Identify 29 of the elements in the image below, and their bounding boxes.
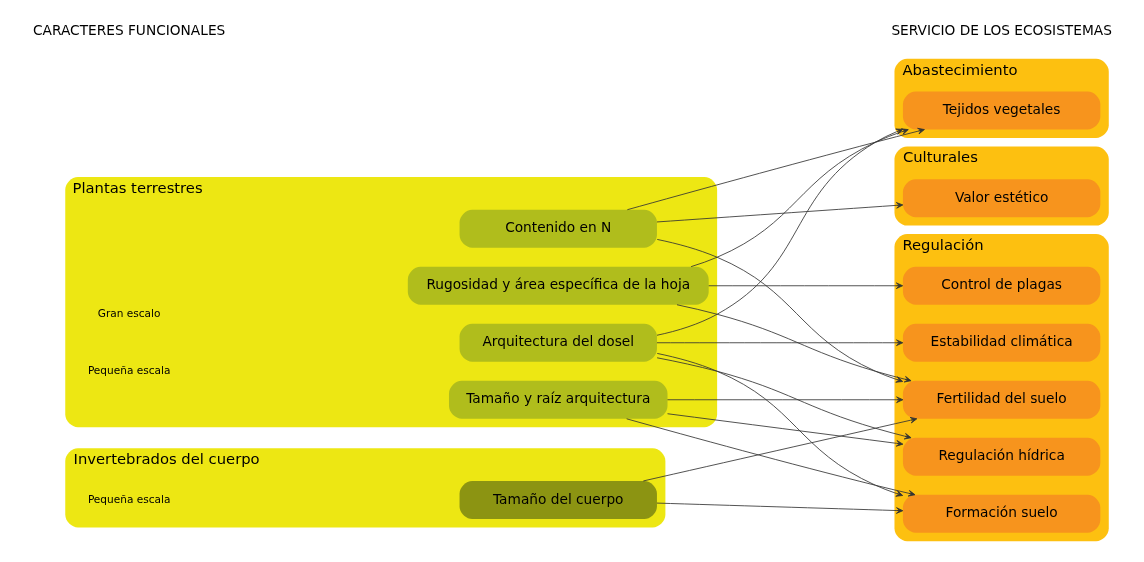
label: SERVICIO DE LOS ECOSISTEMAS	[890, 21, 1112, 38]
arrow	[666, 413, 903, 447]
node-box: Tamaño y raíz arquitectura	[448, 380, 667, 419]
node-box: Contenido en N	[459, 209, 657, 248]
node-box: Fertilidad del suelo	[902, 380, 1100, 419]
arrow	[625, 418, 915, 497]
arrow	[656, 353, 903, 497]
node-box: Control de plagas	[902, 266, 1100, 305]
arrow	[707, 282, 903, 290]
node-box: Rugosidad y área específica de la hoja	[407, 266, 709, 305]
node-box: Regulación hídrica	[902, 437, 1100, 476]
label: Pequeña escala	[87, 363, 170, 376]
arrow	[666, 396, 903, 404]
node-box: Tamaño del cuerpo	[459, 481, 657, 520]
node-box: Valor estético	[902, 179, 1100, 218]
label: Pequeña escala	[87, 492, 170, 505]
node-box: Estabilidad climática	[902, 323, 1100, 362]
label: CARACTERES FUNCIONALES	[32, 21, 225, 38]
node-box: Formación suelo	[902, 494, 1100, 533]
arrow	[656, 202, 903, 223]
arrow	[642, 417, 917, 482]
arrow	[656, 239, 903, 383]
arrow	[656, 357, 911, 440]
arrow	[656, 502, 903, 514]
arrow	[656, 339, 903, 347]
label: Gran escalo	[97, 306, 160, 319]
node-box: Tejidos vegetales	[902, 91, 1100, 130]
node-box: Arquitectura del dosel	[459, 323, 657, 362]
arrow	[676, 304, 911, 383]
